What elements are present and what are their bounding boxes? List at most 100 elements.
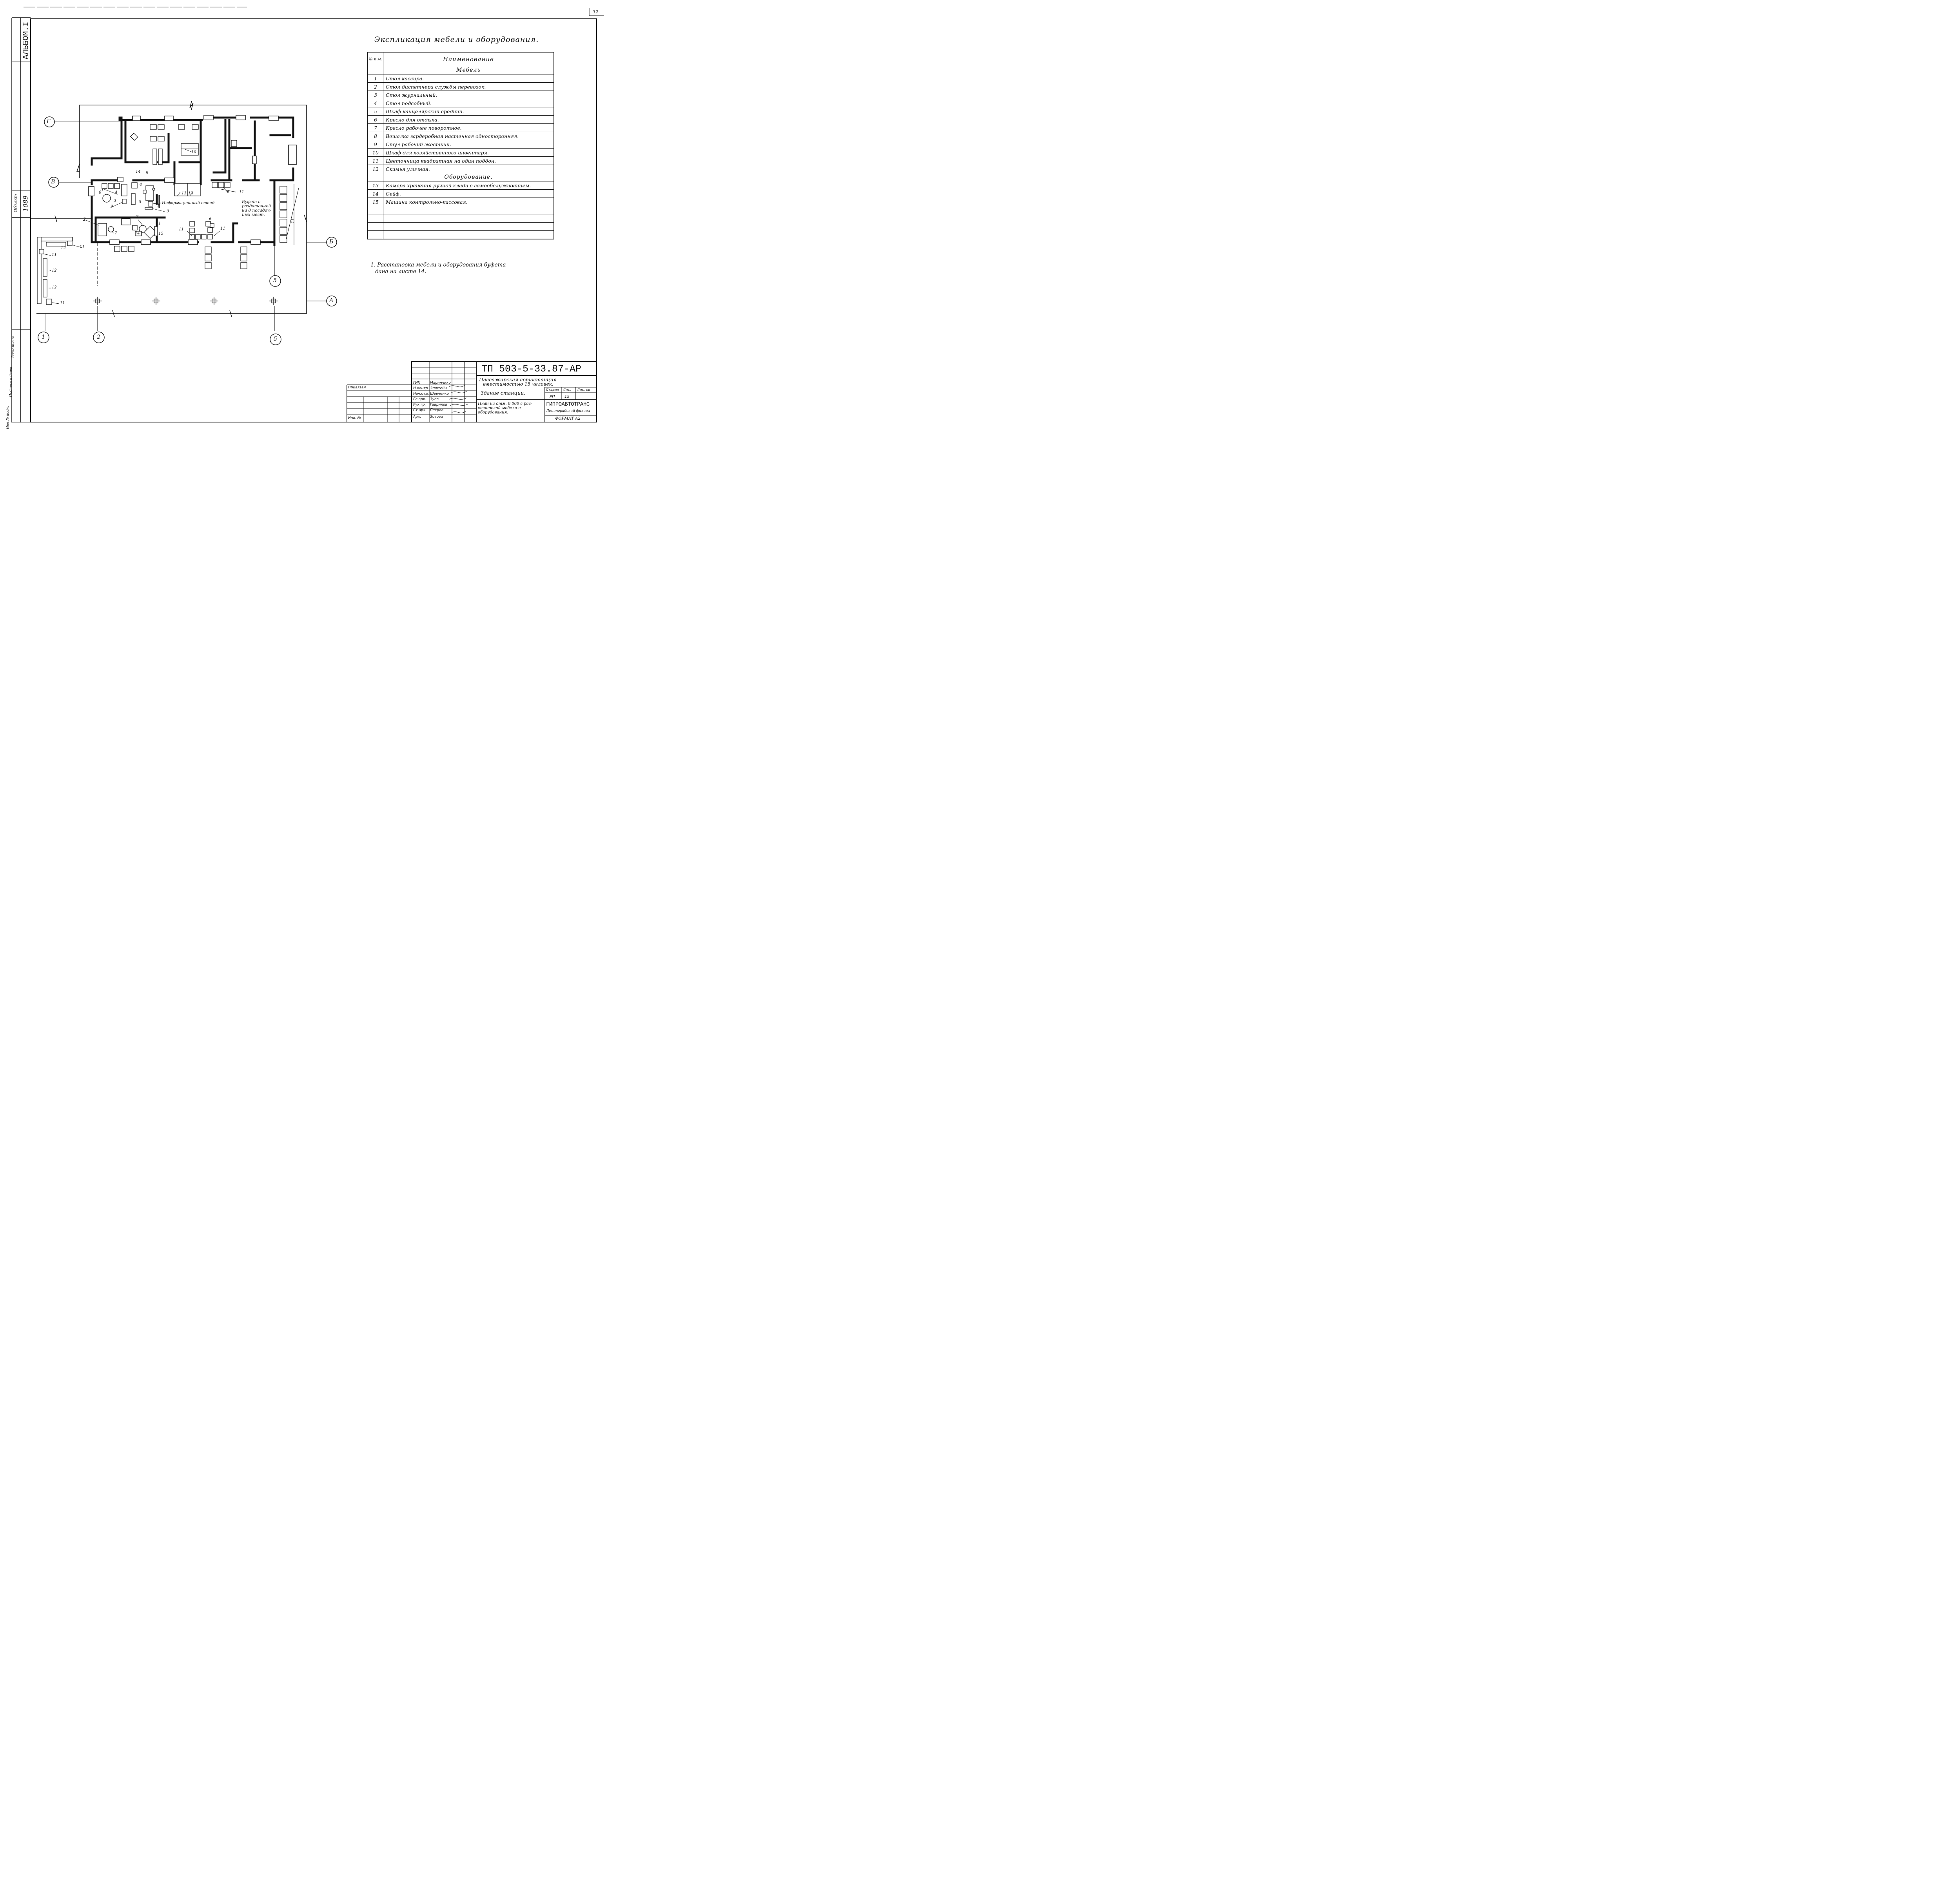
mark: 13 [181,191,187,196]
mark: 12 [61,246,66,250]
mark: 3 [114,199,116,203]
album-label: АЛЬБОМ.I [22,22,31,60]
buffet-label-2: раздаточной [242,204,271,208]
mark: 11 [179,227,184,232]
stamp-label-replace: Взам.инв.№ [11,336,15,358]
organization-name: ГИПРОАВТОТРАНС [546,401,590,408]
mark: 11 [220,227,225,231]
signer-name: Петров [430,408,444,412]
mark: 9 [146,171,149,175]
axis-label-5-bottom: 5 [274,336,277,342]
row-num: 6 [367,115,383,124]
sheet-value: 15 [564,395,570,399]
mark: 14 [136,170,141,174]
row-num: 7 [367,123,383,132]
windows [88,115,297,245]
building-name: Здание станции. [481,390,526,396]
mark: 1 [158,221,161,226]
sheet-description: План на отм. 0.000 с рас- становкой мебе… [478,402,532,415]
table-row-empty [367,214,554,223]
signer-name: Зуев [430,397,439,401]
drawing-sheet [11,7,604,422]
leader-lines [44,149,236,304]
row-num: 1 [367,74,383,83]
row-name: Стул рабочий жесткий. [383,140,554,149]
table-row-empty [367,222,554,231]
axis-label-g: Г [47,118,51,125]
row-num: 8 [367,132,383,140]
mark: 11 [80,245,85,249]
format-label: ФОРМАТ А2 [555,417,581,421]
mark: 8 [158,204,160,208]
mark: 5 [139,200,142,204]
note-line-2: дана на листе 14. [375,268,426,275]
role-nachotd: Нач.отд. [413,392,429,396]
axis-label-v: В [51,179,55,185]
row-num: 9 [367,140,383,149]
row-num: 14 [367,189,383,198]
row-num: 5 [367,107,383,116]
row-num: 15 [367,198,383,206]
table-row-empty [367,230,554,239]
axis-label-2: 2 [97,334,100,340]
axis-label-5-top: 5 [273,277,277,284]
table-row-empty [367,206,554,214]
signer-name: Маринчиков [430,381,451,385]
role-starh: Ст.арх. [413,408,426,412]
inv-label: Инв. № [348,416,361,420]
stage-value: РП [550,395,555,399]
sheet-description-2: становкой мебели и [478,406,521,410]
signer-name: Гаврилов [430,403,447,407]
row-name: Стол журнальный. [383,91,554,99]
row-name: Камера хранения ручной клади с самообслу… [383,181,554,190]
role-arh: Арх. [413,415,421,419]
furniture [37,124,287,305]
mark: 6 [227,190,230,194]
axis-lines [45,121,327,331]
row-num: 3 [367,91,383,99]
buffet-label-4: ных мест. [242,212,265,217]
header-name: Наименование [383,52,554,66]
row-name: Цветочница квадратная на один поддон. [383,156,554,165]
mark: 9 [167,209,169,214]
header-num: № п.м. [367,52,383,66]
title-block-lines [347,361,597,422]
role-nkontr: Н.контр. [413,386,429,390]
section-row: Мебель [367,66,554,74]
buffet-label-3: на 8 посадоч- [242,208,271,213]
sheet-label: Лист [563,388,572,392]
mark: 6 [209,217,212,221]
note-line-1: 1. Расстановка мебели и оборудования буф… [370,262,506,268]
project-name-1: Пассажирская автостанция [479,377,557,383]
mark: 13 [188,191,193,196]
drawing-code: ТП 503-5-33.87-АР [481,363,582,375]
row-name: Кресло рабочее поворотное. [383,123,554,132]
section-furniture: Мебель [383,66,554,74]
mark: 15 [158,232,163,236]
axis-bubbles [38,116,337,345]
project-name-2: вместимостью 15 человек. [483,381,554,387]
buffet-label-1: Буфет с [242,199,261,204]
axis-label-a: А [329,297,334,304]
mark: 6 [99,190,102,195]
role-rukgr: Рук.гр. [413,403,426,407]
sheet-description-1: План на отм. 0.000 с рас- [478,402,532,406]
mark: 10 [191,150,196,154]
axis-label-1: 1 [42,334,45,340]
mark: 11 [52,253,57,257]
row-name: Вешалка гардеробная настенная односторон… [383,132,554,140]
sheet-description-3: оборудования. [478,410,508,415]
row-name: Стол подсобный. [383,99,554,107]
columns [93,297,278,305]
